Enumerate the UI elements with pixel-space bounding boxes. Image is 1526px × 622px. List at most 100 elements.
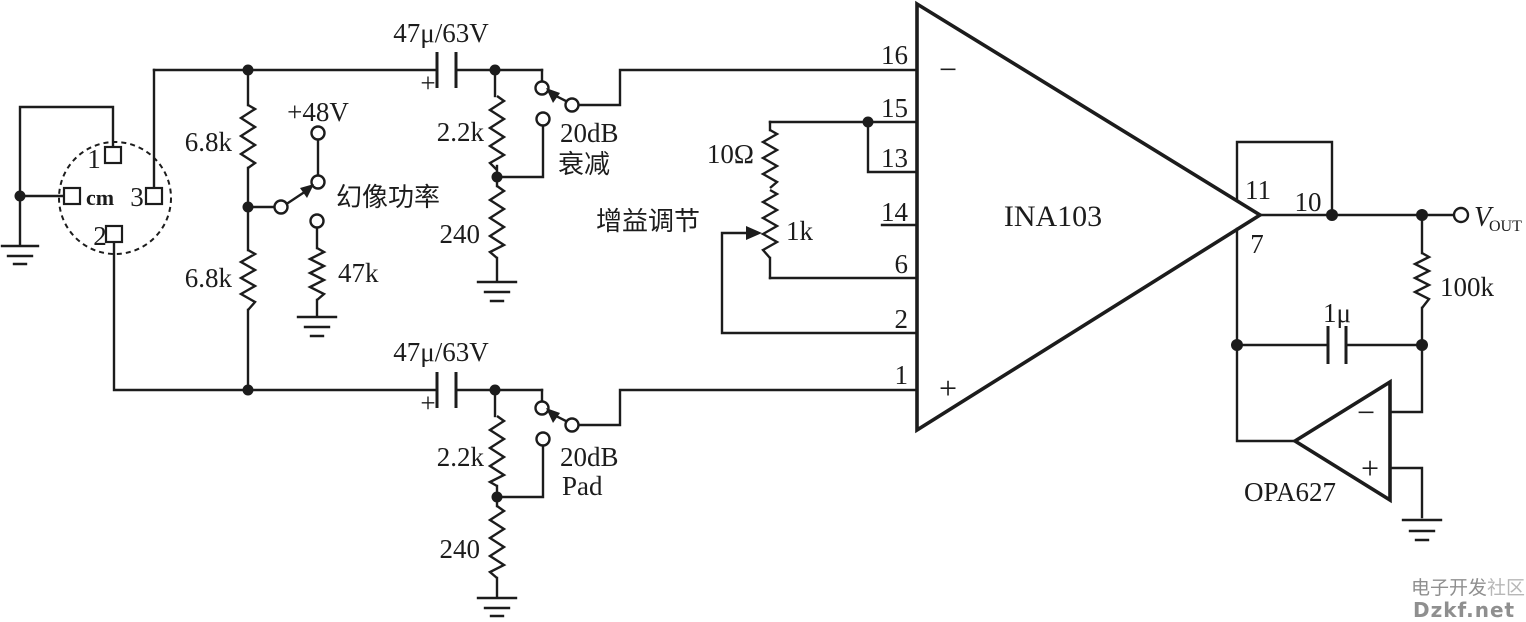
phantom-contact-48v (310, 174, 326, 190)
pad-bottom-pole (564, 417, 580, 433)
opa627-minus-sign: − (1357, 394, 1375, 430)
pad-top-label-line1: 20dB (560, 118, 619, 148)
pad-top-contact-direct (534, 80, 550, 96)
phantom-power-section: 6.8k 6.8k +48V 幻像功率 47k (185, 97, 440, 293)
pad-top-label-line2: 衰减 (558, 150, 610, 179)
vout-label-sub: OUT (1489, 218, 1522, 235)
watermark-community-light: 社区 (1487, 577, 1525, 599)
connector-pin-center (62, 186, 82, 206)
resistor-47k (307, 246, 327, 301)
pot-wiper-arrowhead (746, 226, 762, 240)
input-top-section: 47μ/63V + 2.2k 240 20dB 衰减 (393, 18, 618, 249)
resistor-100k (1412, 251, 1432, 309)
ina103-pin13: 13 (881, 143, 908, 173)
r-47k-label: 47k (338, 258, 379, 288)
phantom-switch-arm (286, 189, 308, 205)
ground-mic (0, 244, 40, 266)
supply-48v-label: +48V (287, 97, 349, 127)
resistor-240-top (487, 185, 507, 259)
pad-bottom-arrowhead (546, 408, 560, 423)
cap-top-polarity: + (420, 68, 435, 98)
mic-pin1-label: 1 (87, 144, 101, 174)
pad-top-contact-divider (535, 111, 551, 127)
r-100k-label: 100k (1440, 272, 1495, 302)
ina103-pin7: 7 (1250, 229, 1264, 259)
connector-pin1 (103, 145, 123, 165)
resistor-6.8k-upper (238, 103, 258, 169)
pad-bottom-contact-direct (534, 400, 550, 416)
cap-bottom-label: 47μ/63V (393, 337, 489, 367)
gain-adjust-label: 增益调节 (596, 207, 700, 236)
ina103-pin6: 6 (895, 249, 909, 279)
input-bottom-section: 47μ/63V + 2.2k 240 20dB Pad (393, 337, 618, 564)
phantom-power-label: 幻像功率 (336, 183, 440, 212)
r-2.2k-bottom-label: 2.2k (437, 442, 485, 472)
pad-bottom-label-line1: 20dB (560, 442, 619, 472)
resistor-2.2k-bottom (487, 415, 507, 488)
r-1k-label: 1k (786, 216, 814, 246)
resistor-240-bottom (487, 505, 507, 579)
pad-top-arrowhead (546, 88, 560, 103)
mic-center-label: cm (86, 185, 114, 210)
pad-top-pole (564, 97, 580, 113)
phantom-supply-terminal (310, 125, 326, 141)
ina103-pin16: 16 (881, 40, 908, 70)
mic-pin3-label: 3 (130, 182, 144, 212)
capacitors (435, 52, 1348, 408)
resistor-10ohm (760, 128, 780, 189)
mic-pin2-label: 2 (93, 221, 107, 251)
ina103-pin10: 10 (1295, 187, 1322, 217)
r-10ohm-label: 10Ω (707, 139, 754, 169)
r-6.8k-lower-label: 6.8k (185, 263, 233, 293)
ina103-minus-sign: − (939, 51, 957, 87)
ina103-pin14: 14 (881, 197, 909, 227)
watermark-site-logo: Dzkf.net (1413, 598, 1515, 622)
ina103-amplifier: INA103 − + 16 15 13 14 6 2 1 11 10 7 (881, 0, 1322, 434)
output-section: V OUT 100k 1μ − + OPA627 (1244, 202, 1522, 507)
ina103-pin15: 15 (881, 93, 908, 123)
pad-bottom-contact-divider (535, 431, 551, 447)
opa627-name: OPA627 (1244, 477, 1336, 507)
capacitor-47u-bottom (435, 372, 458, 408)
phantom-switch-arrowhead (300, 184, 314, 198)
wires (18, 68, 1456, 599)
junction-dots (14, 64, 1428, 503)
r-240-top-label: 240 (440, 219, 481, 249)
cap-1u-label: 1μ (1323, 298, 1351, 328)
ina103-plus-sign: + (939, 370, 957, 406)
ina103-pin1: 1 (895, 360, 909, 390)
cap-top-label: 47μ/63V (393, 18, 489, 48)
r-2.2k-top-label: 2.2k (437, 117, 485, 147)
ground-240-top (476, 280, 518, 303)
ina103-pin2: 2 (895, 304, 909, 334)
resistor-1k-pot (760, 188, 780, 259)
pad-top-switch-arm (554, 94, 568, 103)
ground-opa-plus (1401, 518, 1443, 542)
resistor-6.8k-lower (238, 248, 258, 311)
pad-bottom-label-line2: Pad (562, 471, 603, 501)
resistors (238, 95, 1432, 579)
gain-section: 10Ω 1k 增益调节 (596, 139, 814, 246)
capacitor-47u-top (435, 52, 458, 88)
opa627-plus-sign: + (1361, 450, 1379, 486)
r-240-bottom-label: 240 (440, 534, 481, 564)
vout-label-v: V (1474, 202, 1494, 233)
opa627-triangle (1291, 378, 1392, 504)
ina103-name: INA103 (1004, 200, 1102, 233)
connector-pin2 (104, 224, 124, 244)
mic-connector: 1 cm 3 2 (58, 141, 172, 255)
phantom-contact-47k (309, 213, 325, 229)
ground-47k (296, 315, 338, 338)
connector-pin3 (144, 186, 164, 206)
ina103-triangle (915, 0, 1264, 434)
resistor-2.2k-top (487, 95, 507, 171)
capacitor-1u (1326, 326, 1348, 364)
phantom-switch-pole (273, 199, 289, 215)
vout-terminal (1452, 206, 1470, 224)
r-6.8k-upper-label: 6.8k (185, 127, 233, 157)
ina103-pin11: 11 (1245, 175, 1271, 205)
cap-bottom-polarity: + (420, 388, 435, 418)
ground-240-bottom (476, 596, 518, 618)
